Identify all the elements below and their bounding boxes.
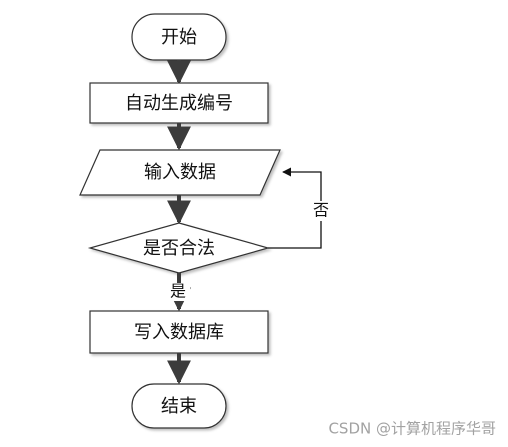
start-label: 开始 [161, 27, 197, 48]
yes-edge-label: 是 [170, 282, 186, 301]
input-data-label: 输入数据 [144, 162, 216, 183]
write-db-node: 写入数据库 [89, 310, 269, 354]
end-node: 结束 [131, 383, 227, 429]
end-label: 结束 [161, 396, 197, 417]
start-node: 开始 [131, 13, 227, 61]
validate-decision-node: 是否合法 [87, 222, 271, 274]
validate-label: 是否合法 [143, 238, 215, 259]
no-edge-label: 否 [313, 201, 329, 220]
watermark-text: CSDN @计算机程序华哥 [328, 420, 496, 438]
no-label-bg [310, 201, 332, 221]
yes-label-bg [166, 283, 190, 301]
write-db-label: 写入数据库 [134, 322, 224, 343]
input-data-node: 输入数据 [79, 149, 281, 196]
generate-number-node: 自动生成编号 [89, 82, 269, 124]
generate-number-label: 自动生成编号 [125, 93, 233, 114]
